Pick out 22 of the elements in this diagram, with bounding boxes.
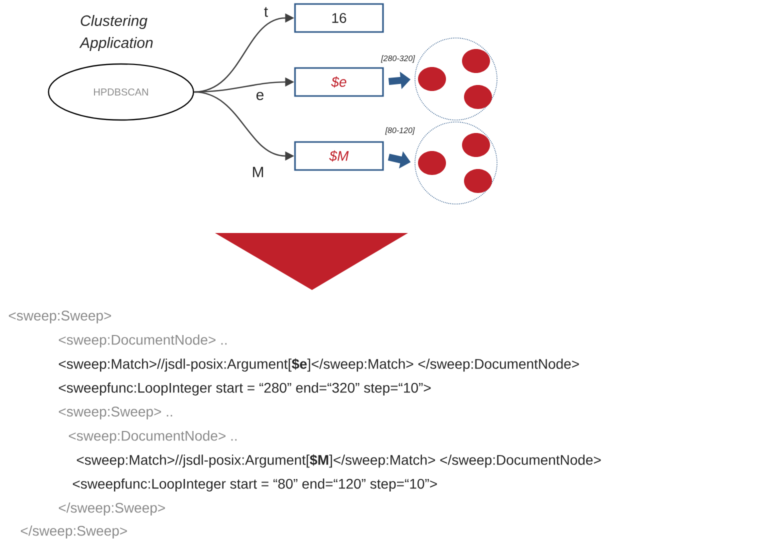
value-box: 16: [294, 3, 384, 33]
code-line: </sweep:Sweep>: [58, 502, 165, 516]
code-line: <sweep:DocumentNode> ..: [58, 334, 227, 348]
caption-text: Clustering Application: [79, 15, 153, 51]
code-line: </sweep:Sweep>: [20, 525, 127, 539]
value-box: $e: [294, 67, 384, 97]
cluster-circle: [414, 122, 498, 204]
code-line: <sweep:Match>//jsdl-posix:Argument[$e]</sweep:Match> </sweep:DocumentNode>: [58, 358, 579, 372]
edge-label: t: [264, 7, 268, 17]
code-line: <sweepfunc:LoopInteger start = “80” end=“120” step=“10”>: [72, 478, 437, 492]
range-label: [280-320]: [380, 55, 416, 63]
ellipse-node: HPDBSCAN: [48, 63, 194, 121]
cluster-circle: [414, 38, 498, 120]
code-line: <sweep:Match>//jsdl-posix:Argument[$M]</sweep:Match> </sweep:DocumentNode>: [76, 454, 601, 468]
code-line: <sweep:DocumentNode> ..: [68, 430, 237, 444]
range-label: [80-120]: [385, 127, 415, 135]
edge-label: e: [256, 92, 264, 100]
code-line: <sweep:Sweep> ..: [58, 406, 172, 420]
edge-label: M: [252, 166, 264, 178]
code-line: <sweepfunc:LoopInteger start = “280” end=“320” step=“10”>: [58, 382, 431, 396]
code-line: <sweep:Sweep>: [8, 310, 112, 324]
value-box: $M: [294, 141, 384, 171]
